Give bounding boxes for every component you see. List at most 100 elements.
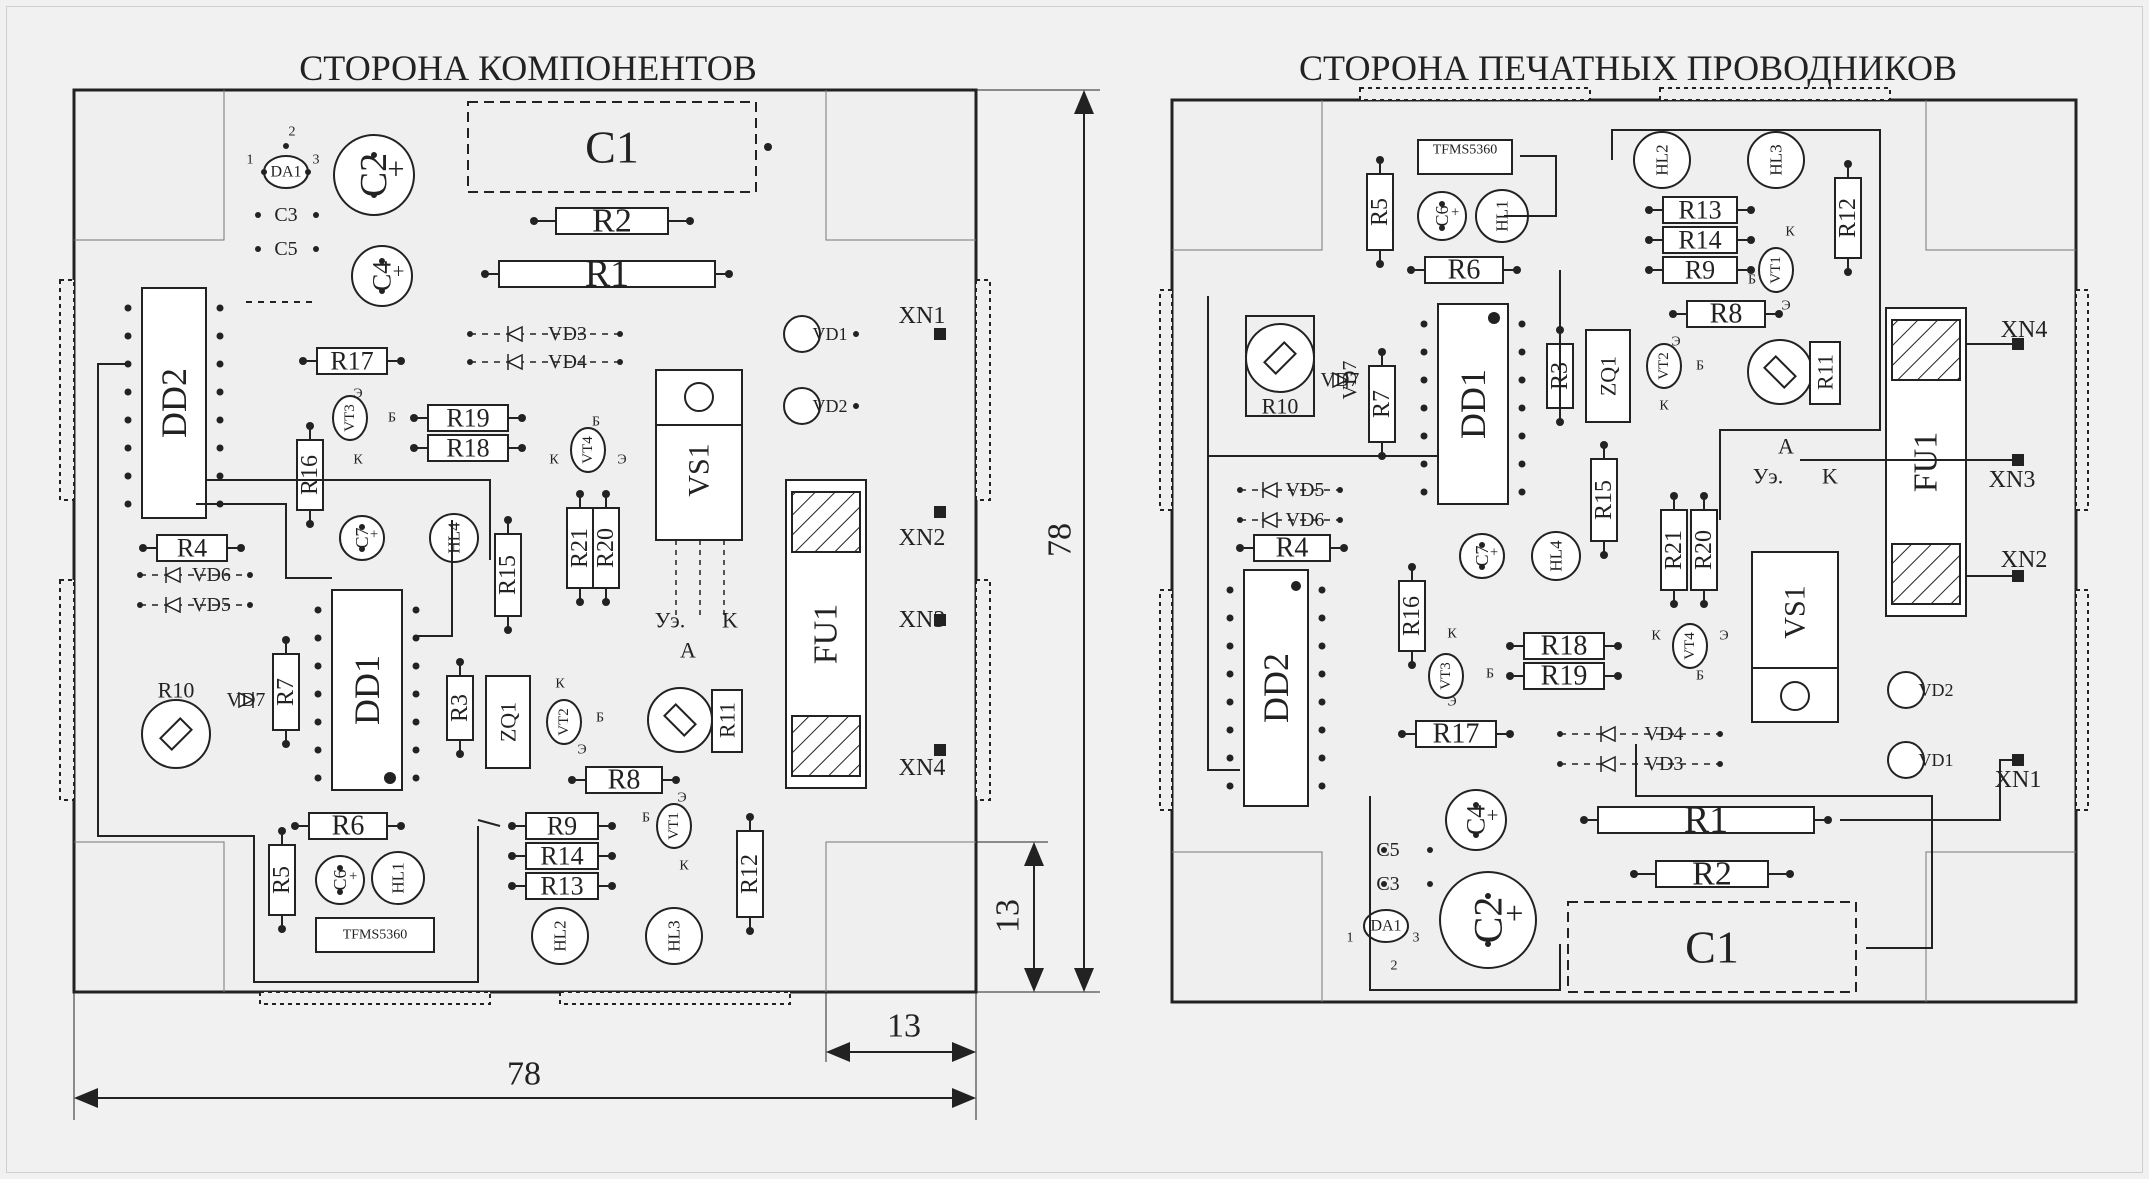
label-R13: R13: [1678, 196, 1721, 225]
label-R17: R17: [330, 347, 373, 376]
resistor-body: [427, 404, 509, 432]
label-HL1: HL1: [389, 862, 408, 893]
resistor-body: [592, 507, 620, 589]
label-R5: R5: [269, 866, 295, 894]
transistor-body: [570, 427, 606, 473]
label-XN1: XN1: [1995, 767, 2042, 793]
label-R8: R8: [608, 765, 641, 796]
label-C6: C6: [330, 869, 350, 890]
pin-label: Э: [1447, 695, 1456, 710]
led-body: [371, 851, 425, 905]
pin-number: 1: [1347, 931, 1354, 946]
pin-label: Б: [596, 711, 604, 726]
pad: [608, 852, 616, 860]
pad: [508, 882, 516, 890]
pad: [1318, 726, 1326, 734]
pad: [1717, 731, 1723, 737]
label-R4: R4: [177, 534, 207, 563]
label-A: A: [680, 638, 696, 663]
pad: [237, 544, 245, 552]
edge-tab: [559, 991, 791, 1005]
resistor-body: [494, 533, 522, 617]
trace: [1369, 796, 1561, 991]
pin-label: Б: [642, 811, 650, 826]
pad: [1318, 754, 1326, 762]
label-FU1: FU1: [1908, 432, 1945, 492]
label-VS1: VS1: [1779, 585, 1812, 638]
capacitor-C6: C6+: [315, 855, 365, 905]
pad: [137, 602, 143, 608]
pad: [1337, 517, 1343, 523]
pad: [1518, 348, 1526, 356]
resistor-R14: R14: [1645, 226, 1755, 255]
pad: [530, 217, 538, 225]
label-R19: R19: [446, 404, 489, 433]
transistor-body: [1646, 343, 1682, 389]
pad: [314, 606, 322, 614]
pad: [1318, 670, 1326, 678]
resistor-body: [1366, 173, 1394, 251]
resistor-R13: R13: [508, 872, 616, 901]
pad: [617, 331, 623, 337]
plus-sign: +: [1451, 204, 1459, 220]
resistor-body: [1523, 662, 1605, 690]
resistor-body: [1597, 806, 1815, 834]
pin-number: 1: [247, 153, 254, 168]
pad: [412, 662, 420, 670]
label-VT4: VT4: [580, 436, 596, 464]
trace: [1207, 296, 1240, 771]
label-R16: R16: [1399, 596, 1425, 636]
pin-label: Б: [1696, 669, 1704, 684]
trace: [414, 520, 453, 637]
resistor-R4: R4: [139, 534, 245, 563]
pad: [1518, 376, 1526, 384]
pad: [216, 472, 224, 480]
label-R18: R18: [1541, 631, 1588, 662]
label-HL1: HL1: [1493, 200, 1512, 231]
label-DA1: DA1: [270, 164, 301, 181]
pad: [576, 490, 584, 498]
pad: [216, 304, 224, 312]
resistor-R9: R9: [508, 812, 616, 841]
label-VT4: VT4: [1682, 632, 1698, 660]
diode-triangle: [1332, 371, 1349, 389]
pad: [124, 444, 132, 452]
label-C6: C6: [1432, 205, 1452, 226]
label-VT1: VT1: [666, 812, 682, 840]
transistor-VT4: VT4: [1672, 623, 1708, 669]
pad: [1556, 418, 1564, 426]
label-C5: C5: [274, 238, 297, 260]
pad: [508, 852, 516, 860]
resistor-body: [446, 675, 474, 741]
pin-label: Э: [1671, 335, 1680, 350]
label-R12: R12: [1835, 198, 1861, 238]
led-body: [1531, 531, 1581, 581]
pin-label: Э: [1781, 299, 1790, 314]
label-XN4: XN4: [899, 755, 946, 781]
pin-number: 2: [1391, 959, 1398, 974]
resistor-body: [1415, 720, 1497, 748]
led-body: [1633, 131, 1691, 189]
trimmer-frame: [1245, 315, 1315, 417]
crystal-ZQ1: [1585, 329, 1631, 423]
figure-frame: [6, 6, 2143, 1173]
label-C5: C5: [1376, 839, 1399, 861]
plus-sign: +: [1490, 545, 1498, 561]
label-R14: R14: [1678, 226, 1721, 255]
resistor-body: [427, 434, 509, 462]
resistor-body: [272, 653, 300, 731]
resistor-R13: R13: [1645, 196, 1755, 225]
resistor-body: [1424, 256, 1504, 284]
pad: [137, 572, 143, 578]
label-VD3: VD3: [1645, 753, 1684, 775]
pad: [1518, 488, 1526, 496]
trimmer-R10: [1245, 323, 1315, 393]
pad: [1518, 460, 1526, 468]
transistor-VT4: VT4: [570, 427, 606, 473]
resistor-body: [316, 347, 388, 375]
diode-triangle: [1261, 481, 1278, 499]
capacitor-body: [351, 245, 413, 307]
label-VD5: VD5: [192, 594, 231, 616]
trimmer-screw: [1763, 355, 1797, 389]
